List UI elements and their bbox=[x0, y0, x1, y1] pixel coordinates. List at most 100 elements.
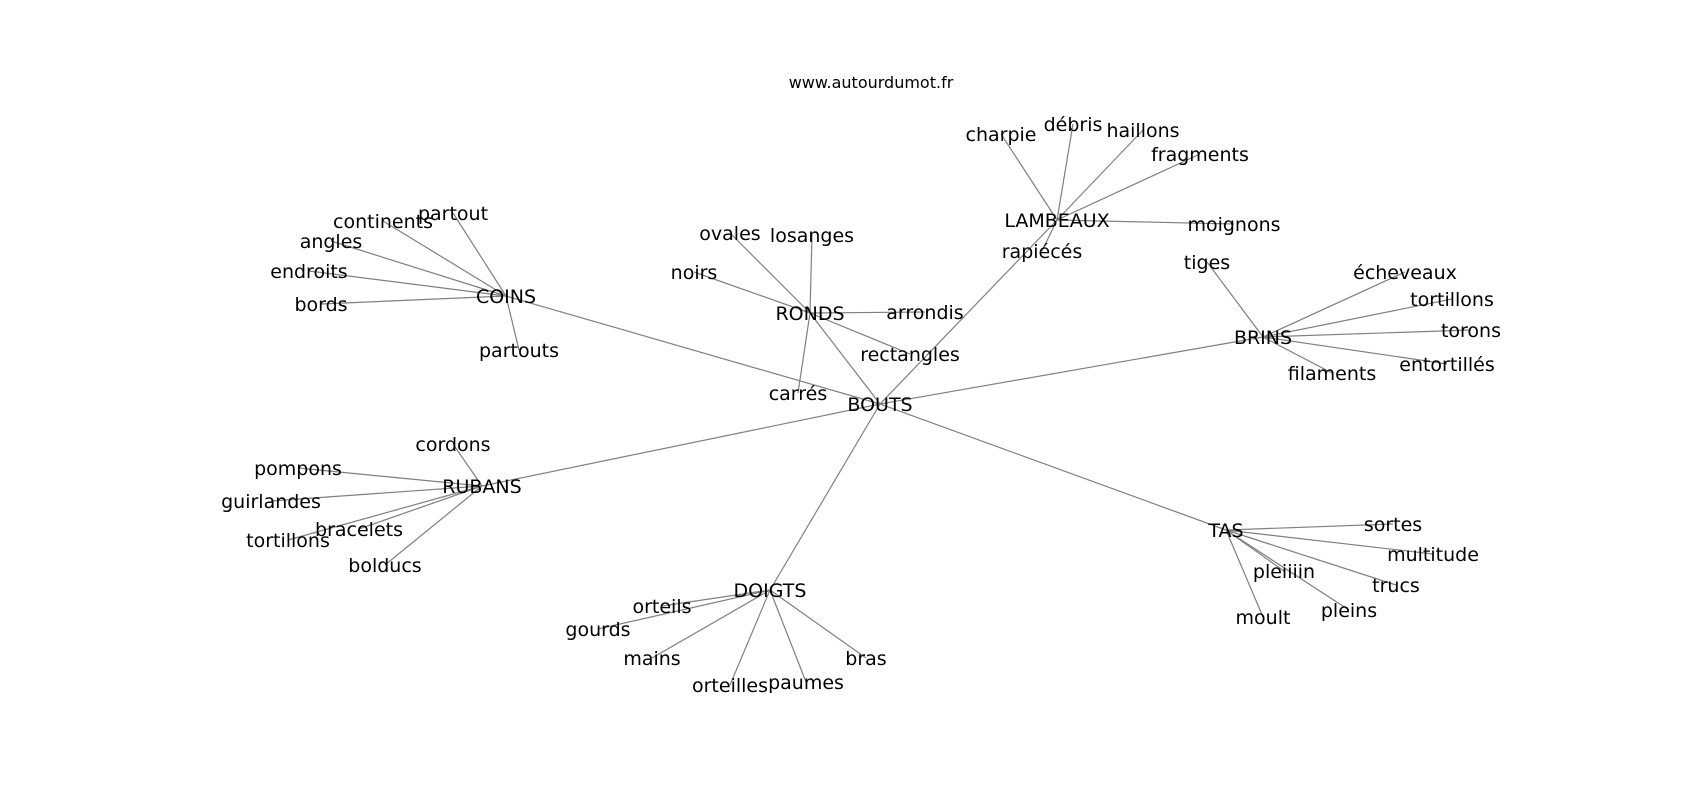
edge-hub-to-leaf bbox=[1225, 529, 1350, 611]
edge-hub-to-leaf bbox=[651, 589, 771, 659]
hub-node-label[interactable]: TAS bbox=[1207, 520, 1243, 542]
leaf-node-label[interactable]: charpie bbox=[966, 124, 1037, 146]
edge-hub-to-leaf bbox=[729, 232, 811, 314]
leaf-node-label[interactable]: pleins bbox=[1321, 600, 1377, 622]
edge-hub-to-leaf bbox=[1206, 261, 1264, 338]
leaf-node-label[interactable]: tiges bbox=[1184, 252, 1230, 274]
edge-hub-to-leaf bbox=[809, 312, 911, 355]
edge-center-to-hub bbox=[481, 403, 881, 487]
edge-center-to-hub bbox=[769, 403, 881, 591]
leaf-node-label[interactable]: guirlandes bbox=[221, 491, 321, 513]
leaf-node-label[interactable]: débris bbox=[1044, 114, 1103, 136]
edge-hub-to-leaf bbox=[769, 589, 807, 683]
leaf-node-label[interactable]: tortillons bbox=[1410, 289, 1494, 311]
edge-hub-to-leaf bbox=[452, 443, 483, 487]
leaf-node-label[interactable]: écheveaux bbox=[1353, 262, 1457, 284]
hub-node-label[interactable]: BRINS bbox=[1234, 327, 1292, 349]
edge-hub-to-leaf bbox=[270, 485, 483, 502]
leaf-node-label[interactable]: haillons bbox=[1106, 120, 1179, 142]
leaf-node-label[interactable]: partouts bbox=[479, 340, 559, 362]
edges-layer bbox=[270, 123, 1472, 686]
leaf-node-label[interactable]: orteils bbox=[632, 596, 691, 618]
leaf-node-label[interactable]: sortes bbox=[1364, 514, 1422, 536]
edge-hub-to-leaf bbox=[1041, 219, 1058, 252]
edge-hub-to-leaf bbox=[330, 240, 507, 297]
leaf-node-label[interactable]: orteilles bbox=[692, 675, 768, 697]
leaf-node-label[interactable]: continents bbox=[333, 211, 433, 233]
leaf-node-label[interactable]: moult bbox=[1236, 607, 1291, 629]
edge-hub-to-leaf bbox=[797, 312, 811, 394]
leaf-node-label[interactable]: filaments bbox=[1288, 363, 1376, 385]
leaf-node-label[interactable]: cordons bbox=[415, 434, 490, 456]
edge-hub-to-leaf bbox=[1056, 129, 1144, 221]
edge-hub-to-leaf bbox=[1262, 329, 1472, 338]
leaf-node-label[interactable]: tortillons bbox=[246, 530, 330, 552]
leaf-node-label[interactable]: pompons bbox=[254, 458, 342, 480]
edge-hub-to-leaf bbox=[769, 589, 867, 659]
leaf-node-label[interactable]: torons bbox=[1441, 320, 1501, 342]
edge-hub-to-leaf bbox=[1262, 336, 1333, 374]
leaf-node-label[interactable]: rectangles bbox=[860, 344, 960, 366]
edge-hub-to-leaf bbox=[809, 234, 813, 314]
leaf-node-label[interactable]: fragments bbox=[1151, 144, 1249, 166]
leaf-node-label[interactable]: trucs bbox=[1372, 575, 1420, 597]
edge-hub-to-leaf bbox=[308, 270, 507, 297]
source-label[interactable]: www.autourdumot.fr bbox=[789, 73, 954, 92]
edge-center-to-hub bbox=[505, 295, 881, 405]
leaf-node-label[interactable]: endroits bbox=[270, 261, 347, 283]
edge-hub-to-leaf bbox=[1262, 271, 1406, 338]
leaf-node-label[interactable]: losanges bbox=[770, 225, 854, 247]
edge-hub-to-leaf bbox=[287, 485, 483, 541]
leaf-node-label[interactable]: bracelets bbox=[315, 519, 403, 541]
leaf-node-label[interactable]: bords bbox=[294, 294, 347, 316]
center-node-label[interactable]: BOUTS bbox=[847, 394, 912, 416]
leaf-node-label[interactable]: arrondis bbox=[886, 302, 963, 324]
edge-center-to-hub bbox=[879, 403, 1227, 531]
leaf-node-label[interactable]: ovales bbox=[699, 223, 760, 245]
leaf-node-label[interactable]: multitude bbox=[1387, 544, 1479, 566]
edge-hub-to-leaf bbox=[382, 220, 507, 297]
leaf-node-label[interactable]: partout bbox=[418, 203, 488, 225]
edge-hub-to-leaf bbox=[358, 485, 483, 530]
leaf-node-label[interactable]: bolducs bbox=[348, 555, 421, 577]
edge-hub-to-leaf bbox=[597, 589, 771, 630]
edge-center-to-hub bbox=[879, 336, 1264, 405]
edge-hub-to-leaf bbox=[1225, 529, 1264, 618]
edge-hub-to-leaf bbox=[384, 485, 483, 566]
edge-hub-to-leaf bbox=[452, 212, 507, 297]
leaf-node-label[interactable]: rapiécés bbox=[1002, 241, 1083, 263]
hub-node-label[interactable]: RONDS bbox=[775, 303, 844, 325]
edge-hub-to-leaf bbox=[729, 589, 771, 686]
edge-hub-to-leaf bbox=[1225, 529, 1397, 586]
leaf-node-label[interactable]: pleiiiin bbox=[1253, 561, 1315, 583]
edge-hub-to-leaf bbox=[809, 311, 926, 314]
leaf-node-label[interactable]: noirs bbox=[671, 262, 718, 284]
edge-hub-to-leaf bbox=[1225, 523, 1394, 531]
edge-hub-to-leaf bbox=[320, 295, 507, 305]
edge-hub-to-leaf bbox=[1000, 133, 1058, 221]
leaf-node-label[interactable]: gourds bbox=[565, 619, 630, 641]
hub-node-label[interactable]: RUBANS bbox=[442, 476, 521, 498]
edge-hub-to-leaf bbox=[1056, 123, 1074, 221]
edge-hub-to-leaf bbox=[1056, 153, 1201, 221]
edge-hub-to-leaf bbox=[661, 589, 771, 607]
leaf-node-label[interactable]: carrés bbox=[769, 383, 828, 405]
leaf-node-label[interactable]: angles bbox=[300, 231, 363, 253]
edge-hub-to-leaf bbox=[1056, 219, 1235, 225]
leaf-node-label[interactable]: mains bbox=[623, 648, 680, 670]
edge-hub-to-leaf bbox=[297, 467, 483, 487]
hub-node-label[interactable]: DOIGTS bbox=[734, 580, 807, 602]
leaf-node-label[interactable]: moignons bbox=[1187, 214, 1280, 236]
hub-node-label[interactable]: COINS bbox=[476, 286, 536, 308]
edge-hub-to-leaf bbox=[1262, 298, 1453, 338]
leaf-node-label[interactable]: paumes bbox=[768, 672, 844, 694]
edge-center-to-hub bbox=[879, 219, 1058, 405]
leaf-node-label[interactable]: entortillés bbox=[1399, 354, 1495, 376]
edge-hub-to-leaf bbox=[505, 295, 520, 351]
edge-hub-to-leaf bbox=[1262, 336, 1448, 365]
leaf-node-label[interactable]: bras bbox=[845, 648, 886, 670]
hub-node-label[interactable]: LAMBEAUX bbox=[1004, 210, 1109, 232]
